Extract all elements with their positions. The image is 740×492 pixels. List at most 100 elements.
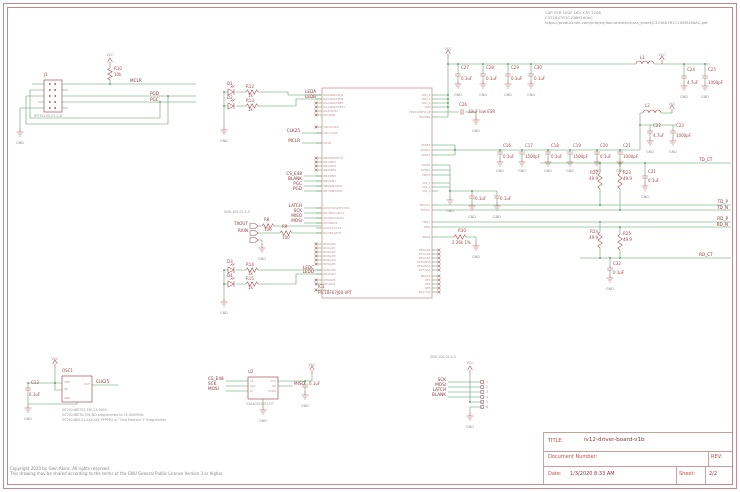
pin-name: VDD [64, 380, 70, 384]
pin-name: VDD [425, 105, 431, 109]
copyright-text: This drawing may be shared according to … [9, 471, 223, 476]
schematic-title: iv12-driver-board-v1b [584, 437, 645, 443]
component-text: 0.1uF [486, 76, 498, 81]
pin-name: ENVREG [419, 115, 430, 119]
junction-dot [639, 124, 641, 126]
capacitor-symbol [544, 151, 552, 155]
component-text: C19 [573, 143, 581, 148]
resistor-symbol [617, 172, 623, 190]
junction-dot [521, 149, 523, 151]
junction-dot [599, 221, 601, 223]
pin-name: OSC1/CLKI [324, 131, 338, 135]
junction-dot [471, 190, 473, 192]
wires [19, 58, 731, 412]
pin-name: RD2/AD2 [324, 250, 336, 254]
net-label: CLK25 [96, 379, 110, 384]
capacitor-symbol [646, 130, 654, 134]
led-symbol [227, 85, 235, 96]
rev-label: REV: [711, 454, 723, 460]
junction-dot [609, 257, 611, 259]
pin-name: RC5/SDO1 [324, 221, 338, 225]
junction-dot [447, 98, 449, 100]
component-text: C16 [503, 143, 511, 148]
oscillator-body [61, 375, 93, 403]
pin-name: SCK [250, 384, 256, 388]
junction-dot [223, 269, 225, 271]
header-pin [49, 95, 51, 97]
no-connect-icon [437, 256, 441, 260]
pin-name: RC4/SDI1/SDA1 [324, 216, 345, 220]
note-text: 3 [486, 390, 488, 394]
power-label: GND [504, 93, 512, 97]
pin-name: VDD_3 [421, 101, 430, 105]
junction-dot [599, 257, 601, 259]
pin-name: VDD_2 [421, 97, 430, 101]
capacitor-symbol [460, 108, 464, 116]
pin-name: RD1/AD1 [324, 246, 336, 250]
capacitor-symbol [593, 151, 601, 155]
outer-frame [3, 3, 737, 489]
component-text: 1k [248, 271, 254, 276]
pin-name: RA5/AN4 [324, 113, 336, 117]
net-label: TD_N [716, 205, 728, 210]
junction-dot [599, 204, 601, 206]
resistor-symbol [597, 231, 603, 249]
net-label: PGD [293, 186, 302, 191]
pin-name: TPOUT+ [418, 203, 430, 207]
net-label: LEDC [303, 265, 314, 270]
inner-frame [7, 7, 733, 485]
title-block-border [543, 432, 733, 485]
power-label: GND [468, 215, 476, 219]
net-label: PGC [293, 181, 302, 186]
power-label: GND [646, 150, 654, 154]
vcc-icon [107, 57, 113, 67]
pin-name: RC6/TX1/CK1 [324, 226, 342, 230]
component-text: 4.7uF [653, 133, 665, 138]
power-label: GND [472, 129, 480, 133]
component-text: 10k [114, 72, 122, 77]
net-label: MCLR [288, 138, 300, 143]
power-label: GND [220, 139, 228, 143]
pin-name: RD4/AD4 [324, 258, 336, 262]
net-label: RD_CT [699, 252, 713, 257]
pin-name: VDDPLL [420, 148, 431, 152]
pin-name: RA2/AN2/VREF- [324, 101, 345, 105]
component-text: IC1 [318, 284, 325, 289]
pin-name: OE [64, 387, 68, 391]
no-connect-icon [314, 105, 318, 109]
no-connect-icon [314, 160, 318, 164]
net-label: MISO [291, 213, 303, 218]
pin-name: OSC2/CLKO [324, 125, 339, 129]
no-connect-icon [437, 260, 441, 264]
component-text: 1k [248, 93, 254, 98]
pin-name: RE5 [425, 286, 431, 290]
junction-dot [499, 149, 501, 151]
net-label: MCLR [130, 78, 142, 83]
component-text: D4 [227, 273, 233, 278]
net-label: SCK [294, 208, 303, 213]
capacitor-symbol [680, 75, 688, 79]
note-text: SiT2024BETS3-33E-25.0000 [62, 408, 107, 412]
junction-dot [167, 95, 169, 97]
component-text: J1 [43, 72, 48, 77]
pin-name: RD7/AD7 [324, 272, 336, 276]
junction-dot [547, 149, 549, 151]
component-text: D2 [227, 95, 233, 100]
resistor-symbol [453, 234, 467, 240]
junction-dot [457, 63, 459, 65]
sheet-value: 2/2 [709, 471, 718, 477]
junction-dot [619, 226, 621, 228]
component-text: 0.1uF [613, 270, 625, 275]
capacitor-symbol [496, 151, 504, 155]
ground-icon [259, 405, 267, 415]
component-text: 0.1uF [475, 196, 487, 201]
component-text: OSC1 [62, 368, 73, 373]
pin-name: VDDCORE/VCAP [409, 110, 431, 114]
no-connect-icon [314, 164, 318, 168]
component-text: R10 [114, 66, 122, 71]
header-pin [49, 101, 51, 103]
resistor-symbol [617, 233, 623, 251]
connector-pin [480, 400, 484, 404]
junction-dot [619, 257, 621, 259]
